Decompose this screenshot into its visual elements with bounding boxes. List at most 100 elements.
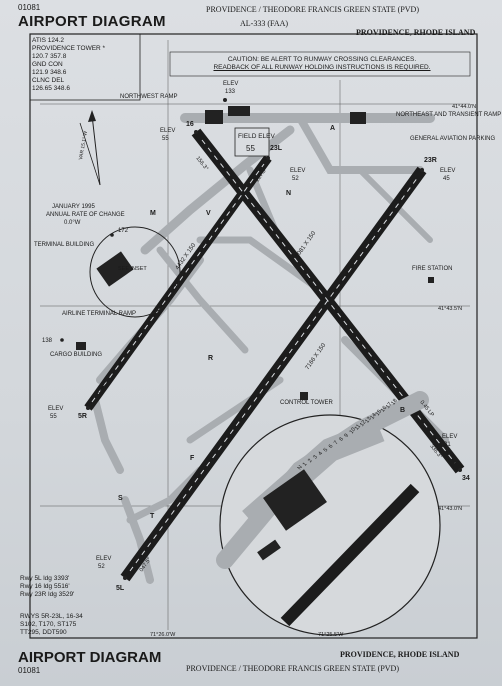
terminal-inset-ring: [89, 226, 181, 318]
elev-sw-value: 52: [98, 564, 105, 570]
inset-terminal-building: [263, 469, 327, 531]
taxiway-r: R: [208, 355, 213, 362]
taxiway-n: N: [286, 190, 291, 197]
northwest-hangar: [228, 106, 250, 116]
lon-left: 71°26.0'W: [150, 632, 176, 638]
elev-nw-value: 55: [162, 136, 169, 142]
general-aviation-label: GENERAL AVIATION PARKING: [410, 136, 495, 142]
runway-strength-line-0: RWYS 5R-23L, 16-34: [20, 613, 83, 620]
landing-distance-0: Rwy 5L ldg 3393': [20, 575, 70, 582]
frequency-line-6: 126.65 348.6: [32, 85, 70, 92]
frequency-line-3: GND CON: [32, 61, 63, 68]
runway-34-end: 34: [462, 475, 470, 482]
cargo-building: [76, 342, 86, 350]
lat-mid: 41°43.5'N: [438, 306, 462, 312]
variation-rate: 0.0°W: [64, 220, 81, 226]
landing-distance-1: Rwy 16 ldg 5516': [20, 583, 70, 590]
terminal-building: [96, 251, 134, 287]
chart-title-top: AIRPORT DIAGRAM: [18, 13, 166, 30]
inset-gate-15: 15: [375, 409, 383, 417]
elev-label-top: ELEV: [223, 81, 238, 87]
elev-45-value: 45: [443, 176, 450, 182]
inset-gate-N: N: [297, 464, 304, 471]
caution-note: CAUTION: BE ALERT TO RUNWAY CROSSING CLE…: [172, 56, 472, 72]
taxiway-b: B: [400, 407, 405, 414]
map-labels: ELEV 133 NORTHWEST RAMP NORTHEAST AND TR…: [34, 81, 501, 638]
inset-gate-1: 1: [302, 462, 309, 468]
caution-box: [169, 51, 471, 77]
inset-gate-10: 10: [349, 427, 357, 435]
antenna-138: [60, 338, 64, 342]
terminal-building-label: TERMINAL BUILDING: [34, 242, 94, 248]
northwest-ramp-building: [205, 110, 223, 124]
variation-value: VAR 15.1° W: [78, 130, 89, 160]
variation-annual: ANNUAL RATE OF CHANGE: [46, 212, 125, 218]
inset-gate-13: 13: [364, 416, 372, 424]
inset-gate-8: 8: [338, 436, 345, 442]
elev-55b-value: 55: [50, 414, 57, 420]
chart-id-top: 01081: [18, 3, 41, 12]
see-inset-label: SEE INSET: [118, 266, 147, 272]
antenna-172-label: 172: [118, 228, 129, 234]
inset-gate-12: 12: [359, 419, 367, 427]
north-arrow: [79, 110, 101, 186]
taxiway-a: A: [330, 125, 335, 132]
inset-gate-4: 4: [318, 451, 325, 457]
inset-gate-17: 17: [385, 401, 393, 409]
lat-top: 41°44.0'N: [452, 104, 476, 110]
procedure-id: AL-333 (FAA): [240, 19, 289, 28]
runway-5l-length: 7166 X 150: [305, 342, 328, 371]
elev-31-label: ELEV: [442, 434, 457, 440]
inset-gate-6: 6: [328, 444, 335, 450]
airline-ramp-label: AIRLINE TERMINAL RAMP: [62, 311, 136, 317]
inset-gate-16: 16: [380, 405, 388, 413]
elev-55b-label: ELEV: [48, 406, 63, 412]
airport-name-bottom: PROVIDENCE / THEODORE FRANCIS GREEN STAT…: [186, 664, 399, 673]
taxiway-t: T: [150, 513, 155, 520]
buildings: [76, 106, 434, 400]
fire-station-label: FIRE STATION: [412, 266, 452, 272]
taxiway-e: E: [128, 345, 133, 352]
taxiway-s: S: [118, 495, 123, 502]
frequency-line-0: ATIS 124.2: [32, 37, 65, 44]
northeast-ramp-label: NORTHEAST AND TRANSIENT RAMP: [396, 112, 501, 118]
runway-16-end: 16: [186, 121, 194, 128]
cargo-building-label: CARGO BUILDING: [50, 352, 102, 358]
antenna-172: [110, 233, 114, 237]
frequency-line-5: CLNC DEL: [32, 77, 65, 84]
northeast-ramp-building: [350, 112, 366, 124]
variation-date: JANUARY 1995: [52, 204, 95, 210]
field-elev-value: 55: [246, 144, 255, 153]
city-top: PROVIDENCE, RHODE ISLAND: [356, 28, 476, 37]
taxiway-f: F: [190, 455, 195, 462]
terminal-inset: [216, 391, 441, 636]
chart-title-bottom: AIRPORT DIAGRAM: [18, 649, 162, 666]
lat-bot: 41°43.0'N: [438, 506, 462, 512]
frequency-line-2: 120.7 357.8: [32, 53, 67, 60]
inset-runway: [280, 483, 420, 627]
heading-156: 156.3°: [194, 156, 209, 172]
fire-station-building: [428, 277, 434, 283]
city-bottom: PROVIDENCE, RHODE ISLAND: [340, 650, 460, 659]
runway-strength-line-1: S102, T170, ST175: [20, 621, 77, 628]
runway-23r-end: 23R: [424, 157, 437, 164]
landing-distance-2: Rwy 23R ldg 3529': [20, 591, 75, 598]
runway-5r-end: 5R: [78, 413, 87, 420]
northwest-ramp-label: NORTHWEST RAMP: [120, 94, 177, 100]
elev-nw-label: ELEV: [160, 128, 175, 134]
inset-concourse: [257, 539, 281, 561]
lon-right: 71°25.5'W: [318, 632, 344, 638]
elev-value-top: 133: [225, 89, 236, 95]
elev-31-value: 31: [444, 442, 451, 448]
caution-line-2: READBACK OF ALL RUNWAY HOLDING INSTRUCTI…: [213, 64, 431, 71]
frequency-line-4: 121.9 348.6: [32, 69, 67, 76]
chart-id-bottom: 01081: [18, 666, 41, 675]
elev-marker-133: [223, 98, 227, 102]
caution-line-1: CAUTION: BE ALERT TO RUNWAY CROSSING CLE…: [227, 56, 417, 63]
taxiway-letters: N V M C S T E A B F R: [118, 125, 405, 520]
elev-52-label: ELEV: [290, 168, 305, 174]
